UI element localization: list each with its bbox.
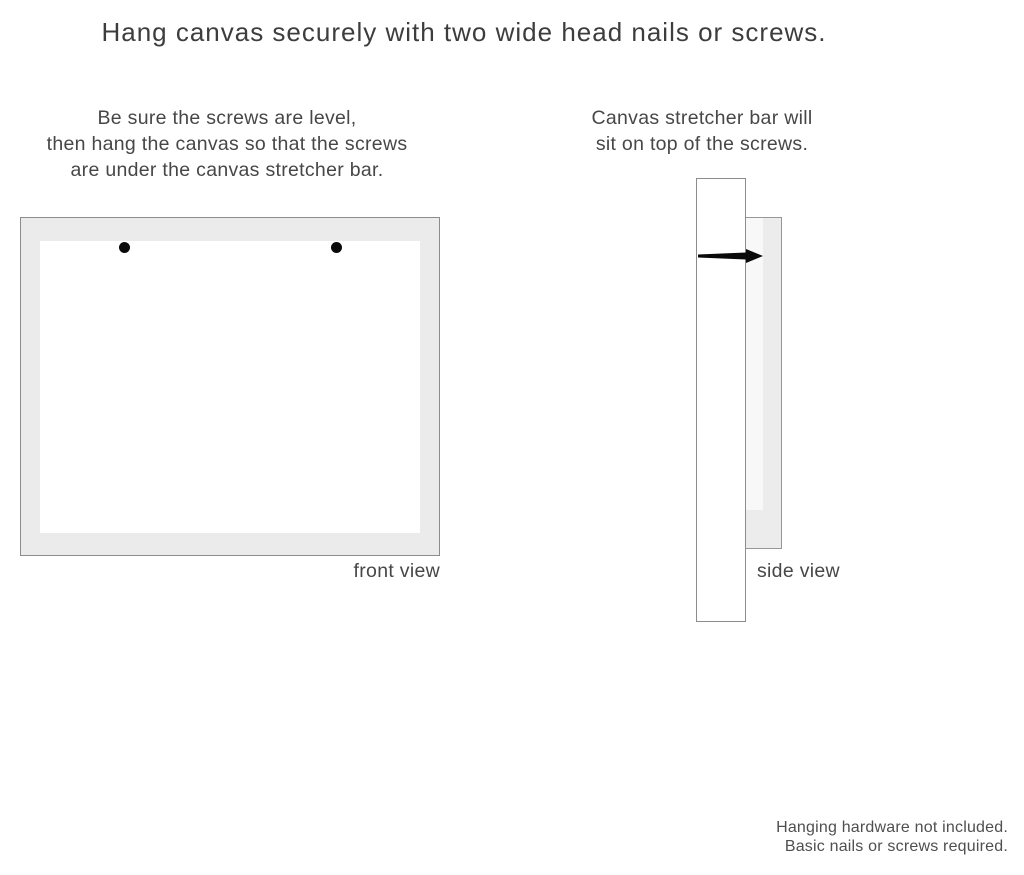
page-title: Hang canvas securely with two wide head …: [101, 17, 827, 47]
instruction-line: Be sure the screws are level,: [97, 107, 357, 129]
front-view-canvas-face: [39, 240, 420, 533]
nail-head-icon: [118, 241, 130, 253]
front-view-label: front view: [353, 560, 440, 582]
front-view-instructions: Be sure the screws are level, then hang …: [27, 105, 427, 183]
side-nail-icon: [698, 249, 763, 263]
nail-head-icon: [330, 241, 342, 253]
instruction-line: are under the canvas stretcher bar.: [70, 159, 384, 181]
front-view-canvas-frame: [20, 217, 440, 556]
side-view-canvas: [745, 217, 782, 549]
instruction-line: sit on top of the screws.: [595, 133, 809, 155]
hardware-disclaimer: Hanging hardware not included. Basic nai…: [688, 818, 1008, 856]
instruction-line: then hang the canvas so that the screws: [46, 133, 408, 155]
side-view-instructions: Canvas stretcher bar will sit on top of …: [552, 105, 852, 157]
disclaimer-line: Hanging hardware not included.: [776, 819, 1008, 836]
disclaimer-line: Basic nails or screws required.: [784, 838, 1008, 855]
instruction-line: Canvas stretcher bar will: [591, 107, 813, 129]
side-view-canvas-highlight: [746, 218, 763, 510]
side-view-label: side view: [757, 560, 840, 582]
side-view-stretcher-bar: [696, 178, 746, 622]
